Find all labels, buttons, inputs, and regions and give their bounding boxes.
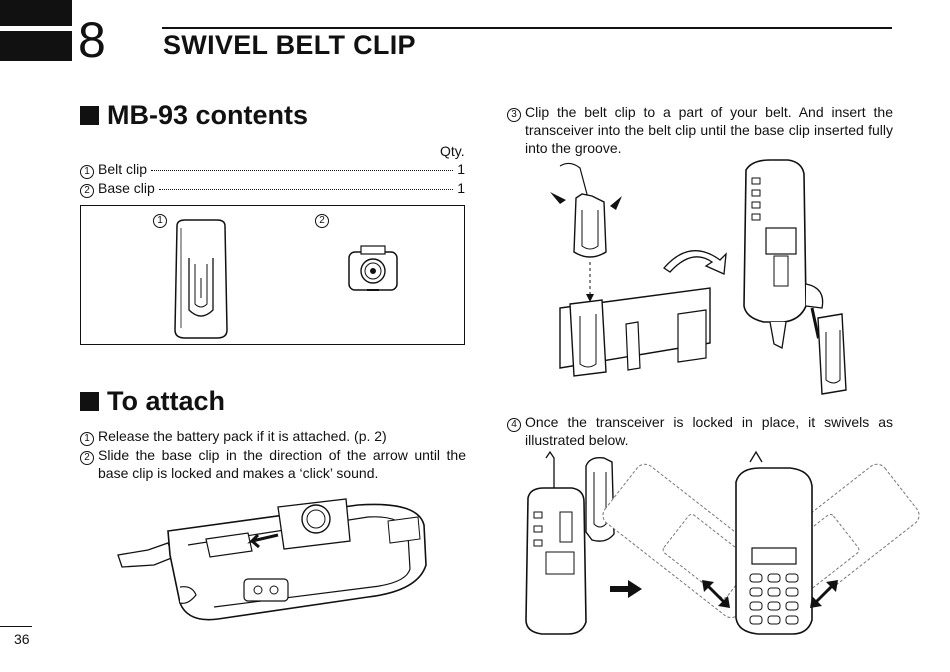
header-rule [162, 27, 892, 29]
leader-dots [151, 170, 454, 171]
item-name: Belt clip [98, 161, 148, 177]
list-item: 1 Belt clip 1 [80, 160, 465, 179]
belt-clip-illustration [174, 219, 228, 339]
attach-step-4: 4 Once the transceiver is locked in plac… [507, 413, 893, 449]
chapter-number: 8 [78, 12, 106, 68]
base-clip-illustration [348, 245, 398, 291]
figure-marker: 1 [153, 214, 167, 228]
leader-dots [158, 189, 454, 190]
step-marker: 2 [80, 451, 94, 465]
contents-heading: MB-93 contents [80, 100, 308, 131]
swivel-illustration [525, 450, 920, 635]
step-text: Release the battery pack if it is attach… [98, 428, 387, 444]
heading-square-icon [80, 106, 99, 125]
item-name: Base clip [98, 180, 155, 196]
qty-label: Qty. [440, 143, 465, 159]
page-title: SWIVEL BELT CLIP [163, 30, 416, 60]
heading-square-icon [80, 392, 99, 411]
list-item: 2 Base clip 1 [80, 179, 465, 198]
contents-figure-box: 1 2 [80, 205, 465, 345]
page-number-rule [0, 626, 32, 627]
step-marker: 4 [507, 418, 521, 432]
step-text: Slide the base clip in the direction of … [98, 447, 466, 481]
step-item: 1 Release the battery pack if it is atta… [80, 427, 466, 446]
figure-marker: 2 [315, 214, 329, 228]
step-item: 2 Slide the base clip in the direction o… [80, 446, 466, 482]
step-marker: 1 [80, 432, 94, 446]
contents-list: 1 Belt clip 1 2 Base clip 1 [80, 160, 465, 198]
radio-back-illustration [117, 498, 427, 621]
step-item: 4 Once the transceiver is locked in plac… [507, 413, 893, 449]
item-marker: 2 [80, 184, 94, 198]
step-item: 3 Clip the belt clip to a part of your b… [507, 103, 893, 157]
page-number: 36 [14, 631, 30, 647]
belt-attach-illustration [550, 159, 847, 395]
chapter-tab-bar [0, 31, 72, 61]
chapter-tab-block [0, 0, 72, 26]
attach-steps-left: 1 Release the battery pack if it is atta… [80, 427, 466, 482]
step-text: Clip the belt clip to a part of your bel… [525, 104, 893, 156]
item-qty: 1 [457, 180, 465, 196]
step-marker: 3 [507, 108, 521, 122]
item-qty: 1 [457, 161, 465, 177]
step-text: Once the transceiver is locked in place,… [525, 414, 893, 448]
attach-heading: To attach [80, 386, 225, 417]
item-marker: 1 [80, 165, 94, 179]
attach-step-3: 3 Clip the belt clip to a part of your b… [507, 103, 893, 157]
